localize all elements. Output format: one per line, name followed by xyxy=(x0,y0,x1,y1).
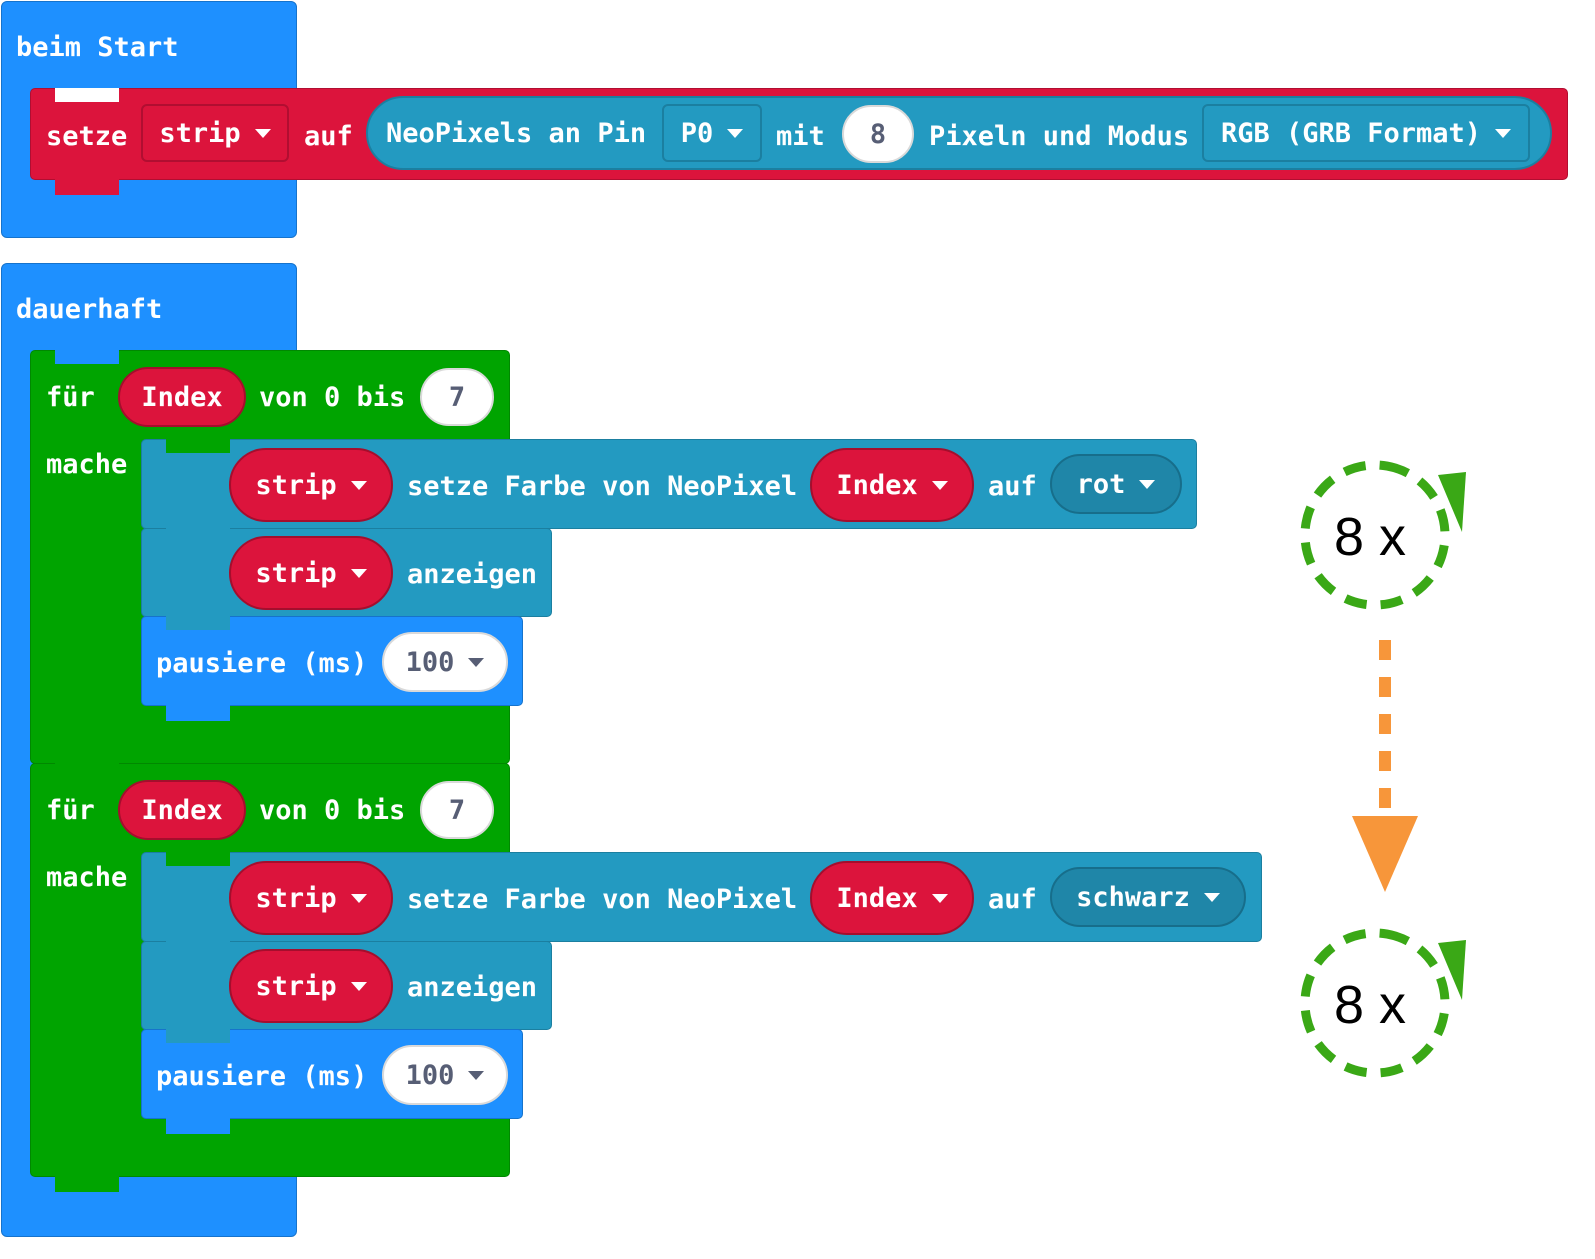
pause-label: pausiere (ms) xyxy=(156,1061,368,1092)
loop-variable-value: Index xyxy=(141,381,223,413)
chevron-down-icon xyxy=(254,128,271,138)
repeat-cycle-icon xyxy=(1300,460,1466,610)
pause-duration-value: 100 xyxy=(405,646,455,678)
index-variable-chip[interactable]: Index xyxy=(810,861,974,935)
pause-duration-value: 100 xyxy=(405,1059,455,1091)
pin-dropdown[interactable]: P0 xyxy=(662,104,762,162)
strip-variable-chip[interactable]: strip xyxy=(229,861,393,935)
block-notch xyxy=(55,763,119,777)
variable-dropdown-value: strip xyxy=(159,117,241,149)
strip-variable-value: strip xyxy=(255,970,337,1002)
variable-dropdown[interactable]: strip xyxy=(141,104,289,162)
block-notch xyxy=(166,1029,230,1043)
repeat-count-label: 8 x xyxy=(1334,507,1407,567)
set-to-label: auf xyxy=(304,121,353,152)
block-notch xyxy=(55,350,119,364)
color-dropdown[interactable]: schwarz xyxy=(1050,867,1246,927)
pause-duration-dropdown[interactable]: 100 xyxy=(382,1045,508,1105)
for-label: für xyxy=(46,382,95,413)
set-color-label: setze Farbe von NeoPixel xyxy=(407,884,798,915)
loop-end-input[interactable]: 7 xyxy=(420,368,494,426)
loop-end-value: 7 xyxy=(448,381,466,413)
forever-label: dauerhaft xyxy=(16,294,163,325)
chevron-down-icon xyxy=(1495,128,1512,138)
color-dropdown[interactable]: rot xyxy=(1050,454,1182,514)
pin-dropdown-value: P0 xyxy=(680,117,714,149)
index-variable-value: Index xyxy=(836,882,918,914)
chevron-down-icon xyxy=(468,1070,485,1080)
strip-variable-value: strip xyxy=(255,882,337,914)
pixels-mode-label: Pixeln und Modus xyxy=(929,121,1190,152)
index-variable-chip[interactable]: Index xyxy=(810,448,974,522)
block-notch xyxy=(166,528,230,542)
set-label: setze xyxy=(46,121,128,152)
show-label: anzeigen xyxy=(407,972,538,1003)
color-dropdown-value: rot xyxy=(1076,468,1126,500)
strip-variable-value: strip xyxy=(255,557,337,589)
do-label: mache xyxy=(46,862,128,893)
chevron-down-icon xyxy=(1203,892,1220,902)
block-notch xyxy=(166,616,230,630)
set-color-label: setze Farbe von NeoPixel xyxy=(407,471,798,502)
loop-variable-chip[interactable]: Index xyxy=(118,367,246,427)
from-to-label: von 0 bis xyxy=(259,795,406,826)
block-notch xyxy=(166,439,230,453)
pixel-count-value: 8 xyxy=(869,118,887,150)
chevron-down-icon xyxy=(350,893,367,903)
repeat-cycle-icon xyxy=(1300,928,1466,1078)
chevron-down-icon xyxy=(727,128,744,138)
chevron-down-icon xyxy=(931,893,948,903)
block-tab xyxy=(55,1176,119,1192)
block-tab xyxy=(166,1118,230,1134)
chevron-down-icon xyxy=(468,657,485,667)
on-start-label: beim Start xyxy=(16,32,179,63)
for-label: für xyxy=(46,795,95,826)
pixel-count-input[interactable]: 8 xyxy=(842,105,914,163)
loop-variable-chip[interactable]: Index xyxy=(118,780,246,840)
sequence-arrow-icon xyxy=(1352,640,1418,892)
loop-end-input[interactable]: 7 xyxy=(420,781,494,839)
neopixel-create-block[interactable]: NeoPixels an Pin xyxy=(366,96,1552,170)
loop-end-value: 7 xyxy=(448,794,466,826)
strip-variable-value: strip xyxy=(255,469,337,501)
from-to-label: von 0 bis xyxy=(259,382,406,413)
index-variable-value: Index xyxy=(836,469,918,501)
with-label: mit xyxy=(776,121,825,152)
block-notch xyxy=(55,88,119,102)
show-label: anzeigen xyxy=(407,559,538,590)
chevron-down-icon xyxy=(1139,479,1156,489)
repeat-count-label: 8 x xyxy=(1334,975,1407,1035)
block-notch xyxy=(166,941,230,955)
pause-label: pausiere (ms) xyxy=(156,648,368,679)
color-dropdown-value: schwarz xyxy=(1076,881,1190,913)
chevron-down-icon xyxy=(350,568,367,578)
color-to-label: auf xyxy=(988,884,1037,915)
block-notch xyxy=(166,852,230,866)
chevron-down-icon xyxy=(350,981,367,991)
chevron-down-icon xyxy=(931,480,948,490)
neopixel-create-text: NeoPixels an Pin xyxy=(386,117,647,149)
pause-duration-dropdown[interactable]: 100 xyxy=(382,632,508,692)
mode-dropdown[interactable]: RGB (GRB Format) xyxy=(1202,104,1530,162)
mode-dropdown-value: RGB (GRB Format) xyxy=(1220,117,1482,149)
color-to-label: auf xyxy=(988,471,1037,502)
strip-variable-chip[interactable]: strip xyxy=(229,949,393,1023)
block-tab xyxy=(166,705,230,721)
strip-variable-chip[interactable]: strip xyxy=(229,536,393,610)
do-label: mache xyxy=(46,449,128,480)
chevron-down-icon xyxy=(350,480,367,490)
block-tab xyxy=(55,179,119,195)
strip-variable-chip[interactable]: strip xyxy=(229,448,393,522)
loop-variable-value: Index xyxy=(141,794,223,826)
